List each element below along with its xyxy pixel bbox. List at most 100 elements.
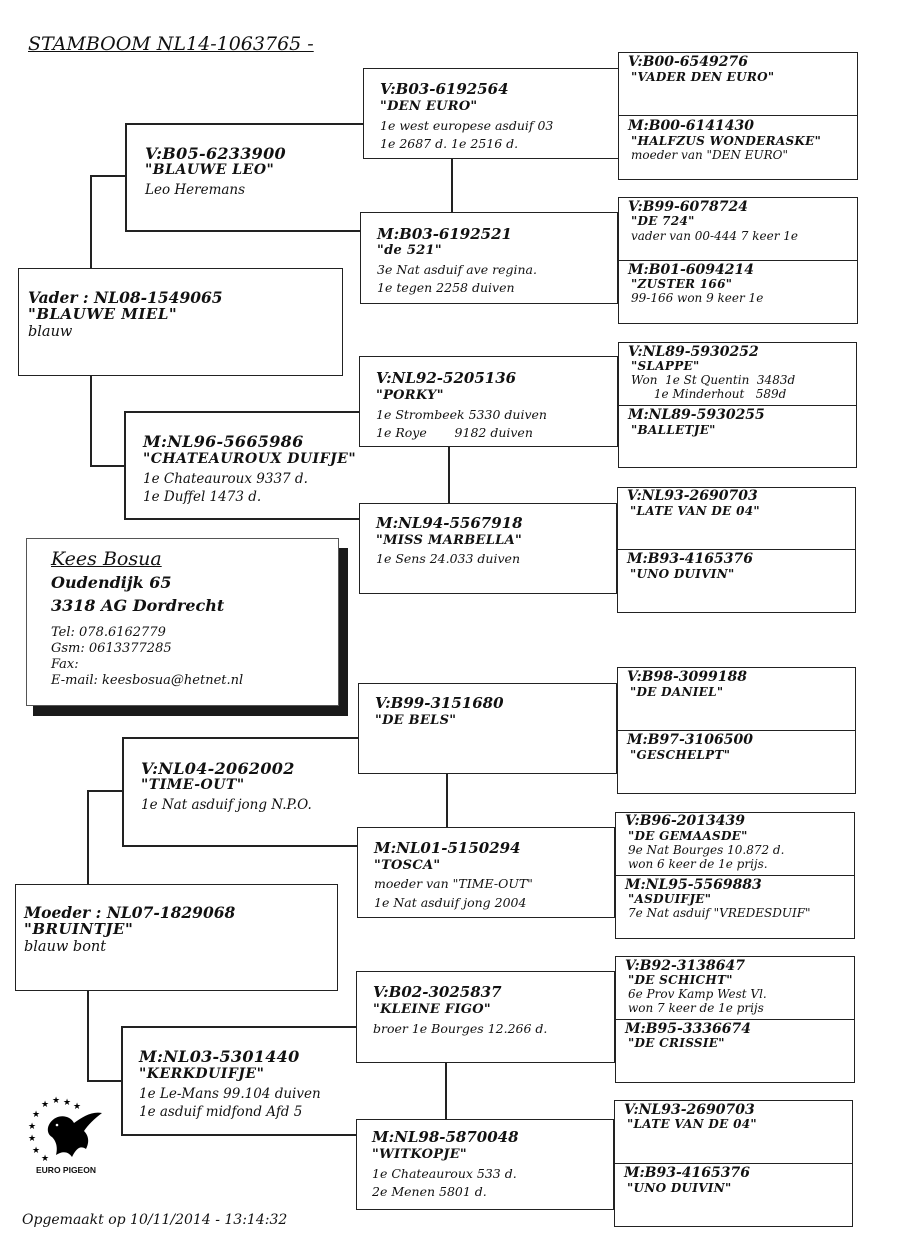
gen4-ring: M:NL89-5930255 xyxy=(628,407,765,423)
father-name: "BLAUWE MIEL" xyxy=(28,305,178,323)
gen4-ring: M:B93-4165376 xyxy=(624,1165,750,1181)
connector xyxy=(122,737,124,846)
gen3-box xyxy=(356,1119,614,1210)
connector xyxy=(87,790,89,886)
gen3-name: "DE BELS" xyxy=(375,713,457,728)
gen3-detail: 2e Menen 5801 d. xyxy=(372,1184,487,1199)
gen3-detail: 1e tegen 2258 duiven xyxy=(377,280,515,295)
connector xyxy=(87,790,123,792)
svg-text:★: ★ xyxy=(32,1146,40,1156)
gen2-detail: 1e Duffel 1473 d. xyxy=(143,489,262,505)
gen3-box xyxy=(359,503,617,594)
svg-text:★: ★ xyxy=(52,1096,60,1106)
gen4-name: "UNO DUIVIN" xyxy=(627,1181,732,1195)
gen3-ring: M:NL94-5567918 xyxy=(376,514,523,532)
gen2-detail: 1e Chateauroux 9337 d. xyxy=(143,471,308,487)
gen4-name: "BALLETJE" xyxy=(631,423,716,437)
gen4-name: "SLAPPE" xyxy=(631,359,700,373)
owner-street: Oudendijk 65 xyxy=(51,573,172,592)
owner-city: 3318 AG Dordrecht xyxy=(51,596,225,615)
gen4-ring: M:B01-6094214 xyxy=(628,262,754,278)
connector xyxy=(445,1062,447,1120)
gen2-detail: 1e Le-Mans 99.104 duiven xyxy=(139,1086,321,1102)
gen2-detail: 1e asduif midfond Afd 5 xyxy=(139,1104,303,1120)
page-title: STAMBOOM NL14-1063765 - xyxy=(28,33,314,55)
owner-fax: Fax: xyxy=(51,657,79,672)
gen3-ring: V:B02-3025837 xyxy=(373,983,502,1001)
mother-box xyxy=(15,884,338,991)
gen4-detail: 6e Prov Kamp West Vl. xyxy=(628,987,767,1001)
connector xyxy=(122,845,358,847)
gen3-box xyxy=(363,68,619,159)
gen3-ring: M:NL01-5150294 xyxy=(374,839,521,857)
gen3-detail: 1e 2687 d. 1e 2516 d. xyxy=(380,136,519,151)
gen4-ring: V:B92-3138647 xyxy=(625,958,745,974)
gen4-ring: V:NL93-2690703 xyxy=(627,488,758,504)
gen4-detail: 7e Nat asduif "VREDESDUIF" xyxy=(628,906,811,920)
svg-text:★: ★ xyxy=(73,1102,81,1112)
gen3-box xyxy=(356,971,615,1063)
svg-text:★: ★ xyxy=(28,1122,36,1132)
gen3-name: "KLEINE FIGO" xyxy=(373,1002,491,1017)
gen3-ring: V:B99-3151680 xyxy=(375,694,504,712)
gen3-detail: 1e Roye 9182 duiven xyxy=(376,425,533,440)
gen4-ring: V:NL93-2690703 xyxy=(624,1102,755,1118)
gen4-name: "DE GEMAASDE" xyxy=(628,829,748,843)
gen3-ring: V:B03-6192564 xyxy=(380,80,509,98)
gen3-name: "MISS MARBELLA" xyxy=(376,533,523,548)
gen4-name: "LATE VAN DE 04" xyxy=(627,1117,757,1131)
gen2-name: "TIME-OUT" xyxy=(141,777,245,793)
gen3-ring: M:NL98-5870048 xyxy=(372,1128,519,1146)
gen4-name: "HALFZUS WONDERASKE" xyxy=(631,134,822,148)
gen4-ring: V:B96-2013439 xyxy=(625,813,745,829)
connector xyxy=(121,1026,123,1135)
gen3-name: "WITKOPJE" xyxy=(372,1147,468,1162)
connector xyxy=(90,175,92,270)
gen4-detail: Won 1e St Quentin 3483d xyxy=(631,373,796,387)
mother-name: "BRUINTJE" xyxy=(24,920,134,938)
gen4-name: "ASDUIFJE" xyxy=(628,892,712,906)
gen2-ring: M:NL03-5301440 xyxy=(139,1047,300,1066)
gen4-name: "DE DANIEL" xyxy=(630,685,724,699)
divider xyxy=(614,1163,853,1165)
connector xyxy=(125,123,127,231)
connector xyxy=(124,411,126,519)
svg-text:★: ★ xyxy=(41,1100,49,1110)
gen3-box xyxy=(358,683,617,774)
gen4-ring: V:B99-6078724 xyxy=(628,199,748,215)
gen3-box xyxy=(357,827,615,918)
gen3-box xyxy=(360,212,618,304)
gen4-ring: M:NL95-5569883 xyxy=(625,877,762,893)
gen3-name: "DEN EURO" xyxy=(380,99,478,114)
gen2-ring: V:B05-6233900 xyxy=(145,144,286,163)
connector xyxy=(125,230,360,232)
pigeon-icon: ★★★ ★★★ ★★★ xyxy=(28,1096,102,1164)
gen4-detail: won 6 keer de 1e prijs. xyxy=(628,857,768,871)
gen3-detail: 1e west europese asduif 03 xyxy=(380,118,554,133)
svg-text:★: ★ xyxy=(63,1098,71,1108)
gen4-name: "DE SCHICHT" xyxy=(628,973,733,987)
divider xyxy=(617,730,856,732)
euro-pigeon-logo: ★★★ ★★★ ★★★ EURO PIGEON xyxy=(22,1093,112,1181)
gen2-name: "BLAUWE LEO" xyxy=(145,162,275,178)
gen3-detail: broer 1e Bourges 12.266 d. xyxy=(373,1021,548,1036)
gen3-name: "PORKY" xyxy=(376,388,444,403)
connector xyxy=(446,773,448,828)
mother-color: blauw bont xyxy=(24,939,107,955)
father-box xyxy=(18,268,343,376)
gen4-ring: V:B00-6549276 xyxy=(628,54,748,70)
father-color: blauw xyxy=(28,324,73,340)
svg-text:★: ★ xyxy=(41,1154,49,1164)
gen2-name: "KERKDUIFJE" xyxy=(139,1066,265,1082)
gen4-name: "VADER DEN EURO" xyxy=(631,70,775,84)
gen4-name: "UNO DUIVIN" xyxy=(630,567,735,581)
gen4-ring: M:B95-3336674 xyxy=(625,1021,751,1037)
owner-name: Kees Bosua xyxy=(51,548,162,570)
connector xyxy=(90,375,92,465)
gen4-detail: 9e Nat Bourges 10.872 d. xyxy=(628,843,785,857)
gen3-detail: moeder van "TIME-OUT" xyxy=(374,876,533,891)
gen4-ring: V:NL89-5930252 xyxy=(628,344,759,360)
gen3-detail: 3e Nat asduif ave regina. xyxy=(377,262,537,277)
footer-timestamp: Opgemaakt op 10/11/2014 - 13:14:32 xyxy=(22,1212,288,1228)
owner-email: E-mail: keesbosua@hetnet.nl xyxy=(51,673,244,688)
